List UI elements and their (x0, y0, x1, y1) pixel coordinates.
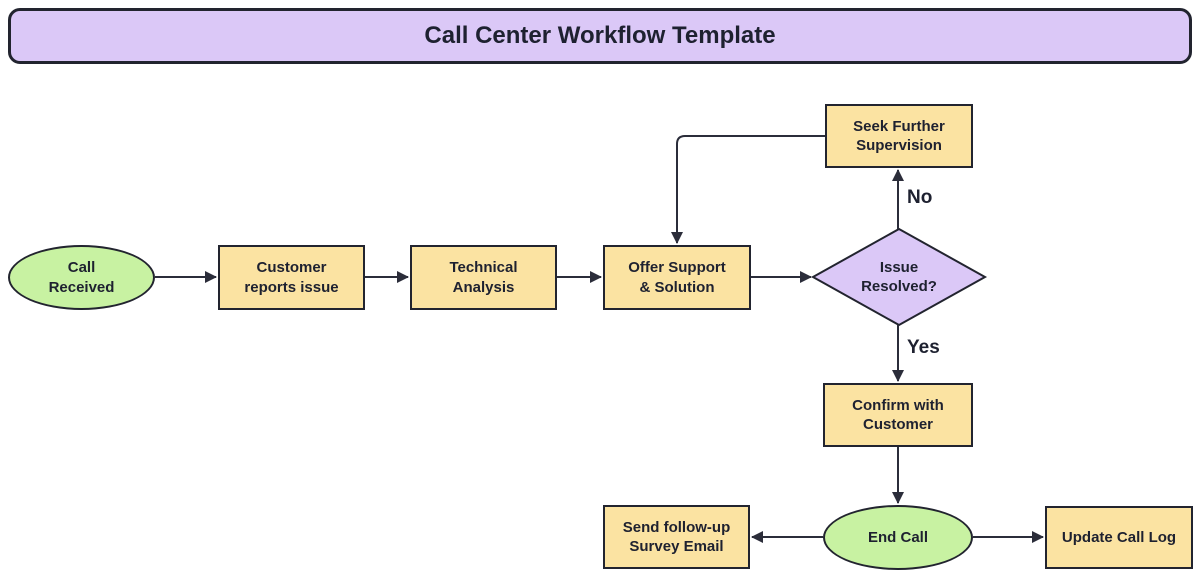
edge-seek-supervision-to-offer-support (671, 135, 825, 244)
edge-label-no: No (907, 187, 933, 208)
edge-label-yes: Yes (907, 337, 940, 358)
node-update-call-log: Update Call Log (1045, 506, 1193, 569)
node-end-call: End Call (823, 505, 973, 570)
node-technical-analysis: Technical Analysis (410, 245, 557, 310)
node-call-received: Call Received (8, 245, 155, 310)
node-seek-further-supervision: Seek Further Supervision (825, 104, 973, 168)
node-send-followup-survey-email: Send follow-up Survey Email (603, 505, 750, 569)
diagram-title: Call Center Workflow Template (8, 8, 1192, 64)
node-issue-resolved: Issue Resolved? (861, 258, 937, 296)
diagram-title-text: Call Center Workflow Template (424, 22, 776, 49)
node-confirm-with-customer: Confirm with Customer (823, 383, 973, 447)
node-offer-support-solution: Offer Support & Solution (603, 245, 751, 310)
node-customer-reports-issue: Customer reports issue (218, 245, 365, 310)
